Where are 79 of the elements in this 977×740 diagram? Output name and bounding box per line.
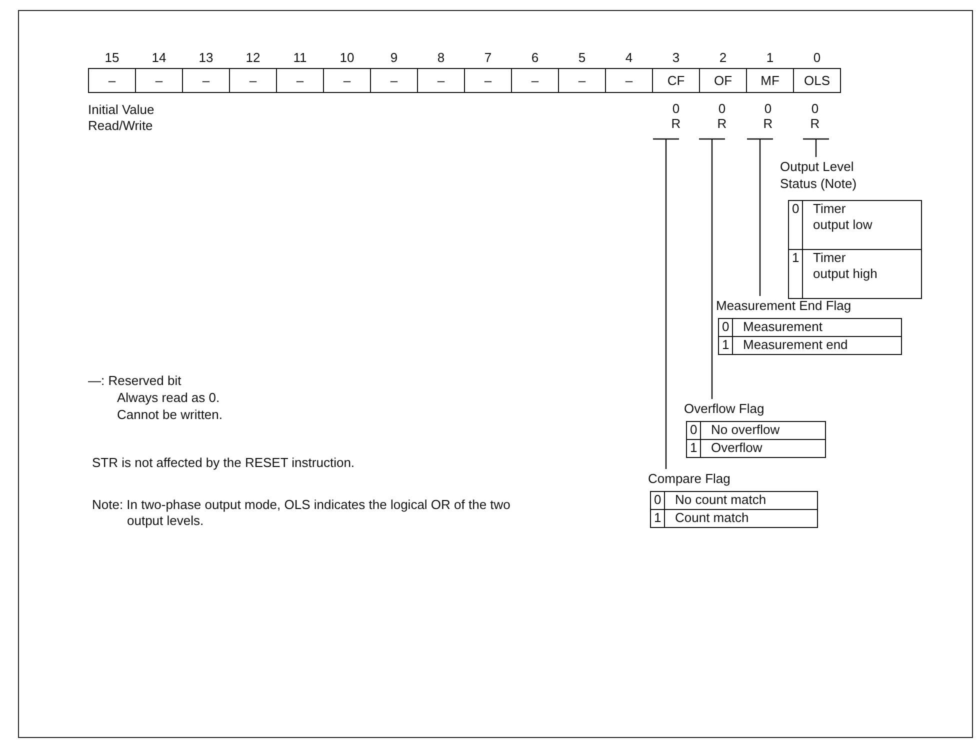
bit-number: 2 <box>718 50 728 66</box>
register-bit-cell: – <box>135 68 183 93</box>
bit-number: 13 <box>198 50 214 66</box>
bit-value: 0 <box>789 201 803 249</box>
register-bit-cell: – <box>370 68 418 93</box>
register-bit-cell: – <box>88 68 136 93</box>
bit-meaning: Count match <box>674 510 749 527</box>
flag-heading: Overflow Flag <box>684 400 764 417</box>
bit-meaning: Measurement end <box>742 337 848 354</box>
leader-line <box>652 138 680 470</box>
register-bit-cell: – <box>323 68 371 93</box>
bit-value: 0 <box>651 492 665 509</box>
register-bit-cell: MF <box>746 68 794 93</box>
bit-number: 4 <box>624 50 634 66</box>
bit-number: 9 <box>389 50 399 66</box>
register-bit-cell: – <box>605 68 653 93</box>
bit-number: 11 <box>292 50 308 66</box>
register-bit-cell: – <box>182 68 230 93</box>
bit-meaning: No count match <box>674 492 766 509</box>
bit-value: 0 <box>687 422 701 439</box>
register-bit-cell: – <box>558 68 606 93</box>
initial-value: 0 <box>717 101 727 117</box>
register-bit-cell: – <box>276 68 324 93</box>
bit-table-row <box>718 336 902 355</box>
access-label: R <box>805 116 825 133</box>
initial-value: 0 <box>763 101 773 117</box>
leader-line <box>802 138 830 158</box>
bit-table-row <box>650 491 818 510</box>
bit-table-row <box>788 249 922 299</box>
note-text: —: Reserved bit <box>88 373 182 389</box>
register-bit-cell: OF <box>699 68 747 93</box>
row-label: Read/Write <box>88 118 153 134</box>
note-text: Always read as 0. <box>117 390 220 406</box>
bit-number: 8 <box>436 50 446 66</box>
bit-meaning: Overflow <box>710 440 762 457</box>
leader-line <box>746 138 774 297</box>
register-bit-cell: – <box>464 68 512 93</box>
register-bit-cell: CF <box>652 68 700 93</box>
note-text: Note: In two-phase output mode, OLS indicates the logical OR of the two output levels. <box>92 497 512 529</box>
initial-value: 0 <box>810 101 820 117</box>
access-label: R <box>712 116 732 133</box>
bit-number: 1 <box>765 50 775 66</box>
bit-value: 1 <box>687 440 701 457</box>
bit-number: 15 <box>104 50 120 66</box>
initial-value: 0 <box>671 101 681 117</box>
bit-value: 1 <box>651 510 665 527</box>
bit-number: 5 <box>577 50 587 66</box>
bit-number: 14 <box>150 50 168 66</box>
bit-table-row <box>650 509 818 528</box>
leader-line <box>698 138 726 400</box>
access-label: R <box>666 116 686 133</box>
bit-meaning: No overflow <box>710 422 780 439</box>
register-bit-cell: – <box>229 68 277 93</box>
bit-number: 10 <box>338 50 356 66</box>
access-label: R <box>758 116 778 133</box>
register-bit-cell: – <box>511 68 559 93</box>
note-text: STR is not affected by the RESET instruction. <box>92 455 355 471</box>
bit-number: 12 <box>244 50 262 66</box>
register-bit-cell: – <box>417 68 465 93</box>
bit-value: 0 <box>719 319 733 336</box>
bit-number: 6 <box>530 50 540 66</box>
bit-value: 1 <box>789 250 803 298</box>
row-label: Initial Value <box>88 102 154 118</box>
bit-meaning: Timer output high <box>812 250 878 283</box>
bit-table-row <box>718 318 902 337</box>
bit-meaning: Measurement <box>742 319 822 336</box>
bit-number: 7 <box>483 50 493 66</box>
bit-table-row <box>788 200 922 250</box>
flag-heading: Measurement End Flag <box>716 297 852 314</box>
flag-heading: Compare Flag <box>648 470 730 487</box>
bit-table-row <box>686 439 826 458</box>
bit-value: 1 <box>719 337 733 354</box>
flag-heading: Output Level Status (Note) <box>780 158 858 192</box>
bit-number: 0 <box>812 50 822 66</box>
bit-meaning: Timer output low <box>812 201 874 234</box>
bit-number: 3 <box>671 50 681 66</box>
register-bit-cell: OLS <box>793 68 841 93</box>
note-text: Cannot be written. <box>117 407 223 423</box>
bit-table-row <box>686 421 826 440</box>
